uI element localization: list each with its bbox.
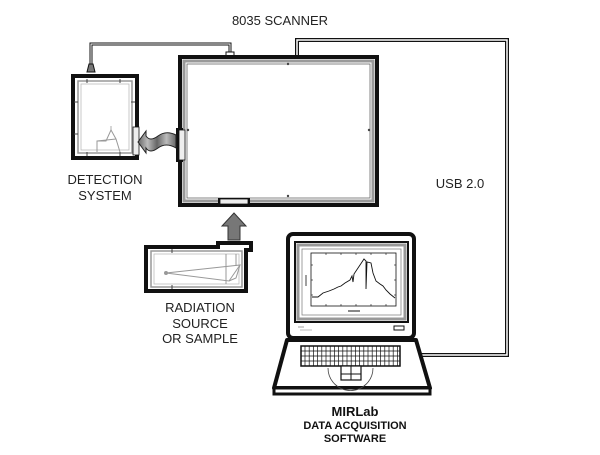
radiation-label-line-1: RADIATION bbox=[165, 300, 235, 315]
radiation-label-line-2: SOURCE bbox=[172, 315, 228, 331]
detection-system bbox=[71, 74, 140, 160]
radiation-label-line-3: OR SAMPLE bbox=[162, 331, 238, 347]
software-label-line-2: DATA ACQUISITION bbox=[303, 419, 407, 432]
laptop-keyboard bbox=[300, 345, 401, 367]
detection-label-line-1: DETECTION bbox=[67, 172, 143, 187]
scanner bbox=[176, 55, 379, 207]
screen-spectrum-plot bbox=[305, 252, 397, 312]
radiation-source bbox=[144, 241, 253, 293]
beam-arrow-to-detection bbox=[137, 129, 177, 155]
detection-connector bbox=[86, 63, 96, 73]
software-label-line-3: SOFTWARE bbox=[323, 432, 387, 445]
radiation-source-label: RADIATION SOURCE OR SAMPLE bbox=[145, 300, 255, 347]
usb-cable bbox=[295, 38, 509, 357]
laptop bbox=[272, 232, 432, 396]
scanner-label: 8035 SCANNER bbox=[231, 13, 329, 28]
software-label-line-1: MIRLab bbox=[331, 404, 379, 419]
detection-label-line-2: SYSTEM bbox=[78, 187, 132, 203]
detection-system-label: DETECTION SYSTEM bbox=[55, 172, 155, 203]
software-label: MIRLab DATA ACQUISITION SOFTWARE bbox=[290, 404, 420, 446]
usb-label: USB 2.0 bbox=[435, 176, 485, 191]
beam-arrow-to-scanner bbox=[220, 212, 248, 241]
